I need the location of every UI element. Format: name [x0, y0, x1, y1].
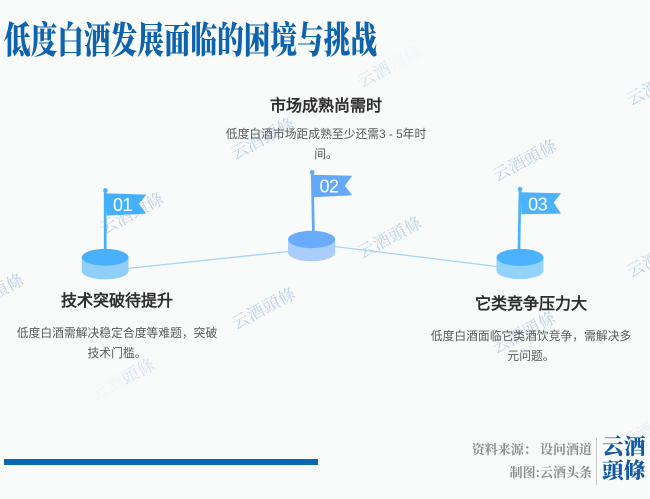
svg-text:02: 02 [319, 177, 339, 197]
svg-text:01: 01 [113, 195, 133, 215]
svg-text:03: 03 [528, 195, 548, 215]
